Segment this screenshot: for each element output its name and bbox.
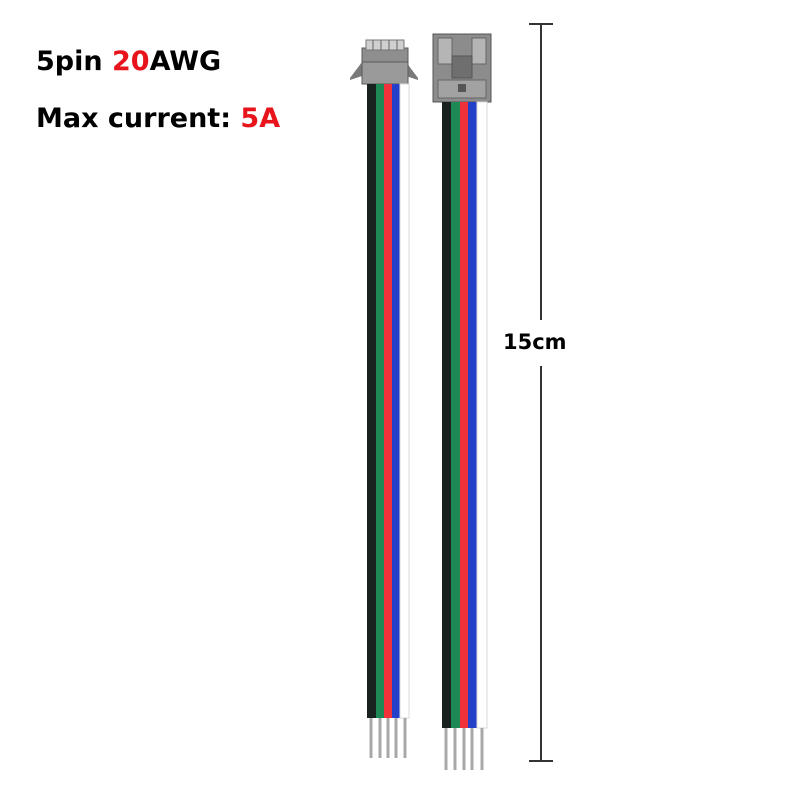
current-value: 5A [240,103,281,134]
left-wire-bundle [367,83,410,719]
length-label: 15cm [503,330,567,354]
awg-unit: AWG [149,46,222,77]
dimension-marker [529,23,553,762]
left-cable [350,39,418,758]
pin-count-text: 5pin [36,46,112,77]
left-connector-housing [350,39,418,85]
current-label: Max current: [36,103,241,134]
left-pins [369,718,407,758]
right-pins [444,728,484,770]
spec-pin-awg: 5pin 20AWG [36,46,221,77]
right-wire-bundle [442,101,488,729]
spec-max-current: Max current: 5A [36,103,280,134]
right-cable [432,33,492,770]
awg-number: 20 [112,46,150,77]
right-connector-housing [432,33,492,103]
